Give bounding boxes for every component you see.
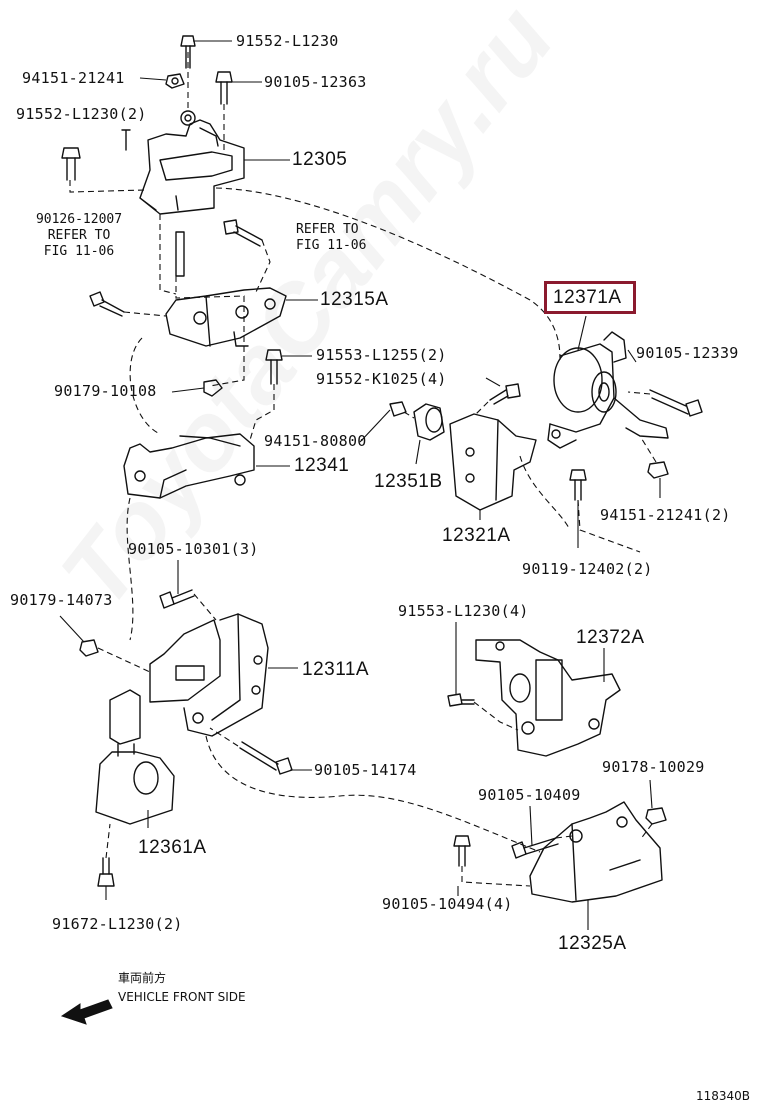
part-label-12311A[interactable]: 12311A [302,659,370,680]
part-label-90105-12363[interactable]: 90105-12363 [264,73,367,91]
part-label-12325A[interactable]: 12325A [558,933,627,954]
bolt-refer-left [89,291,125,317]
part-label-91553-L1230-4[interactable]: 91553-L1230(4) [398,602,529,620]
engine-mount-12361A [95,689,175,825]
bolt-90105-12339 [649,389,703,417]
bolt-91553-L1230-4 [447,693,475,707]
bolt-91553-L1255 [265,349,283,385]
part-label-12371A[interactable]: 12371A [553,287,622,308]
refer-note-left: 90126-12007 REFER TO FIG 11-06 [35,212,123,259]
engine-mount-12372A [475,639,621,757]
part-label-91672-L1230-2[interactable]: 91672-L1230(2) [52,915,183,933]
engine-mount-rear-12341 [123,433,255,499]
engine-mount-upper-12305 [121,110,245,277]
part-label-12351B[interactable]: 12351B [374,471,443,492]
part-label-90105-14174[interactable]: 90105-14174 [314,761,417,779]
part-label-12321A[interactable]: 12321A [442,525,511,546]
part-label-12361A[interactable]: 12361A [138,837,207,858]
bolt-91552-K1025 [489,383,521,405]
part-label-91552-L1230[interactable]: 91552-L1230 [236,32,339,50]
part-label-90179-14073[interactable]: 90179-14073 [10,591,113,609]
part-label-90105-12339[interactable]: 90105-12339 [636,344,739,362]
arrow-left-icon [60,999,113,1025]
bolt-90105-10494 [453,835,471,867]
nut-94151-80800 [389,401,407,417]
part-label-12305[interactable]: 12305 [292,149,348,170]
stopper-12351B [413,403,445,441]
part-label-91552-L1230-2[interactable]: 91552-L1230(2) [16,105,147,123]
bolt-91672-L1230 [97,857,115,887]
highlight-box-12371A [544,281,636,314]
part-label-91553-L1255-2[interactable]: 91553-L1255(2) [316,346,447,364]
bolt-90105-10301 [159,589,195,609]
bolt-90105-10409 [511,837,559,859]
nut-94151-21241-2 [647,461,669,479]
bracket-12321A [449,413,537,511]
part-label-94151-21241[interactable]: 94151-21241 [22,69,125,87]
legend-japanese: 車両前方 [118,971,167,985]
part-label-90178-10029[interactable]: 90178-10029 [602,758,705,776]
bolt-90119-12402 [569,469,587,501]
part-label-90179-10108[interactable]: 90179-10108 [54,382,157,400]
part-label-94151-21241-2[interactable]: 94151-21241(2) [600,506,731,524]
bolt-91552-L1230-2 [61,147,81,181]
nut-94151-21241 [165,73,185,89]
bolt-90105-14174 [239,741,293,775]
part-label-91552-K1025-4[interactable]: 91552-K1025(4) [316,370,447,388]
part-label-12341[interactable]: 12341 [294,455,350,476]
figure-id: 118340B [696,1089,751,1103]
part-label-12372A[interactable]: 12372A [576,627,645,648]
mount-bracket-12325A [529,801,663,903]
refer-note-right: REFER TO FIG 11-06 [296,222,367,253]
part-label-90105-10409[interactable]: 90105-10409 [478,786,581,804]
nut-90178-10029 [645,807,667,825]
part-label-90119-12402-2[interactable]: 90119-12402(2) [522,560,653,578]
part-label-90105-10301-3[interactable]: 90105-10301(3) [128,540,259,558]
part-label-90105-10494-4[interactable]: 90105-10494(4) [382,895,513,913]
part-label-94151-80800[interactable]: 94151-80800 [264,432,367,450]
bolt-refer-right [223,219,263,247]
bolt-90105-12363 [215,71,233,105]
leader-lines [59,40,661,930]
legend-english: VEHICLE FRONT SIDE [118,990,246,1004]
dashed-guide-lines [69,52,657,887]
transmission-mount-bracket-12311A [149,613,269,737]
nut-90179-14073 [79,639,99,657]
nut-90179-10108 [203,379,223,397]
part-label-12315A[interactable]: 12315A [320,289,389,310]
bolt-91552-L1230 [180,35,196,69]
